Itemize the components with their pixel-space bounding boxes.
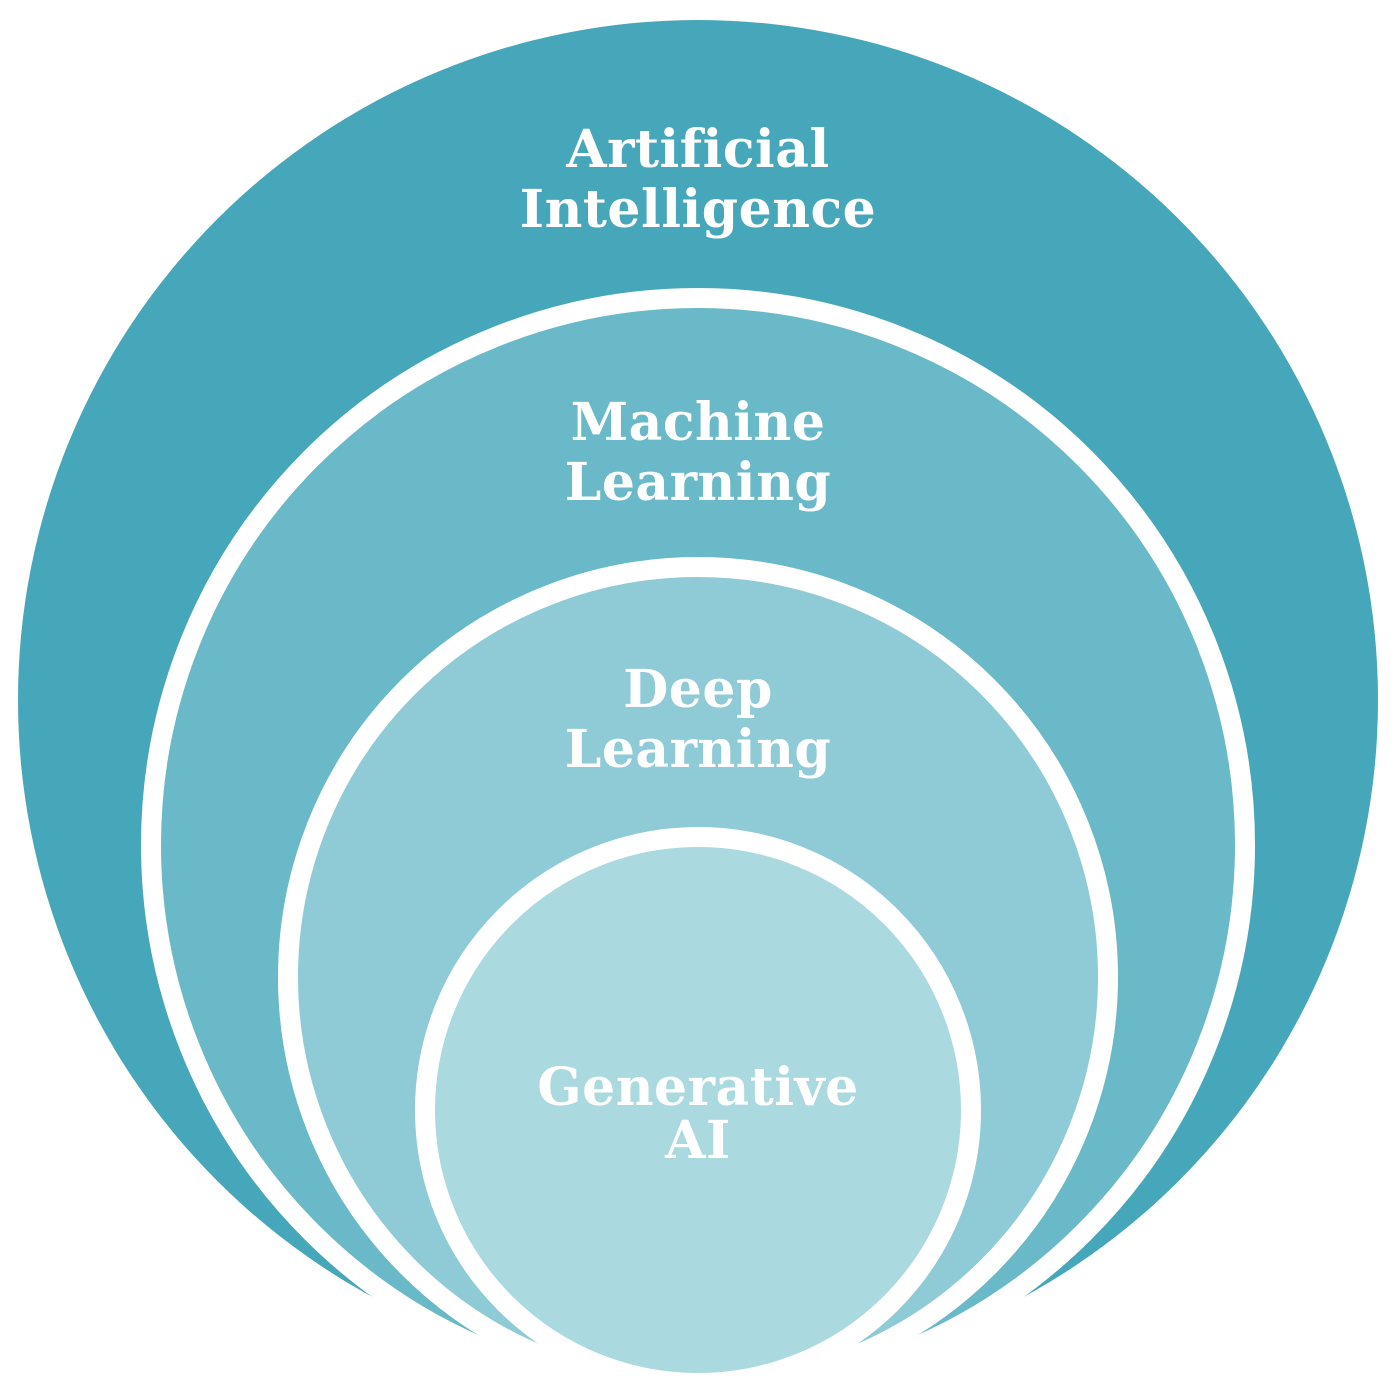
label-machine-learning-line1: Machine: [571, 392, 826, 453]
label-artificial-intelligence-line1: Artificial: [565, 119, 830, 180]
label-generative-ai-line1: Generative: [537, 1057, 859, 1118]
circle-generative-ai: [415, 827, 981, 1393]
label-deep-learning-line1: Deep: [623, 659, 773, 720]
label-generative-ai-line2: AI: [664, 1110, 731, 1171]
label-machine-learning-line2: Learning: [565, 452, 831, 513]
label-artificial-intelligence-line2: Intelligence: [520, 179, 877, 240]
label-deep-learning-line2: Learning: [565, 719, 831, 780]
